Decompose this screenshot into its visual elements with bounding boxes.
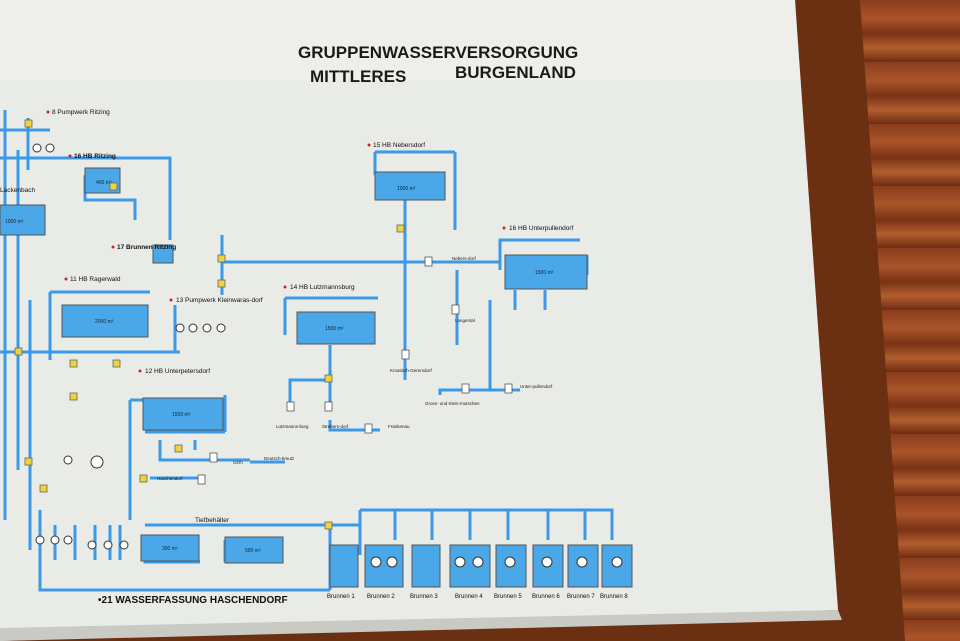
place-unterpullendorf: Unter-pullendorf [520, 384, 553, 389]
tank-lackenbach-label: 1000 m³ [5, 219, 24, 225]
label-tiefbehaelter: Tiefbehälter [195, 517, 230, 524]
place-frankenau: Frankenau [388, 424, 410, 429]
wells-row [329, 544, 633, 588]
place-lutzmannsburg: Lutzmanns-burg [276, 424, 309, 429]
tank-unterpetersdorf [142, 397, 224, 431]
well-2 [364, 544, 404, 588]
label-hb-nebersdorf: 15 HB Nebersdorf [373, 142, 425, 149]
pump-symbols [32, 143, 226, 550]
tank-lackenbach [0, 204, 46, 236]
valve-markers [14, 119, 405, 530]
well-8-label: Brunnen 8 [600, 594, 628, 600]
tank-nebersdorf-label: 1000 m³ [397, 186, 416, 192]
well-3 [411, 544, 441, 588]
place-langental: Langental [455, 318, 475, 323]
label-hb-lutzmannsburg: 14 HB Lutzmannsburg [290, 284, 355, 291]
meter-markers [197, 256, 513, 485]
place-deutschkreutz: Deutsch-kreutz [264, 456, 295, 461]
board-bottom-edge [0, 610, 842, 641]
well-5-label: Brunnen 5 [494, 594, 522, 600]
well-4 [449, 544, 491, 588]
label-hb-unterpullendorf: 16 HB Unterpullendorf [509, 225, 574, 232]
tank-tief-2-label: 500 m³ [245, 548, 261, 554]
station-labels: 8 Pumpwerk Ritzing 16 HB Ritzing Lackenb… [0, 109, 574, 606]
tank-lutzmannsburg [296, 311, 376, 345]
place-labels: Frankenau Strebers-dorf Lutzmanns-burg L… [157, 256, 553, 481]
label-hb-ritzing: 16 HB Ritzing [74, 153, 116, 160]
tank-ritzing-label: 400 m³ [96, 180, 112, 186]
title-line-2-right: BURGENLAND [455, 63, 576, 82]
tank-tief-2 [224, 536, 284, 564]
well-labels: Brunnen 1 Brunnen 2 Brunnen 3 Brunnen 4 … [327, 594, 628, 600]
label-hb-unterpetersdorf: 12 HB Unterpetersdorf [145, 368, 210, 375]
label-pumpwerk-kleinwarasdorf: 13 Pumpwerk Kleinwaras-dorf [176, 297, 263, 304]
place-kroatisch-gerersdorf: Kroatisch-Gerersdorf [390, 368, 433, 373]
tank-tief-1-label: 300 m³ [162, 546, 178, 552]
well-3-label: Brunnen 3 [410, 594, 438, 600]
label-wasserfassung: •21 WASSERFASSUNG HASCHENDORF [98, 595, 288, 606]
tank-lutzmannsburg-label: 1500 m³ [325, 326, 344, 332]
board-surface [0, 0, 838, 641]
well-2-label: Brunnen 2 [367, 594, 395, 600]
place-strebersdorf: Strebers-dorf [322, 424, 349, 429]
tanks: 1000 m³ 1500 m³ 1500 m³ 2000 m³ 1500 m³ … [0, 167, 588, 564]
title-line-1: GRUPPENWASSERVERSORGUNG [298, 43, 578, 62]
tank-unterpetersdorf-label: 1500 m³ [172, 412, 191, 418]
well-1 [329, 544, 359, 588]
tank-nebersdorf [374, 171, 446, 201]
label-pumpwerk-ritzing: 8 Pumpwerk Ritzing [52, 109, 110, 116]
board-highlight [0, 0, 800, 80]
tank-ragerwald-label: 2000 m³ [95, 319, 114, 325]
well-pumps [370, 556, 623, 568]
label-lackenbach: Lackenbach [0, 187, 35, 194]
tank-unterpullendorf [504, 254, 588, 290]
place-haschendorf: Haschendorf [157, 476, 183, 481]
tank-brunnen-ritzing [152, 244, 174, 264]
tank-tief-1 [140, 534, 200, 562]
label-brunnen-ritzing: 17 Brunnen Ritzing [117, 244, 176, 251]
well-4-label: Brunnen 4 [455, 594, 483, 600]
label-hb-ragerwald: 11 HB Ragerwald [70, 276, 121, 283]
well-1-label: Brunnen 1 [327, 594, 355, 600]
tank-unterpullendorf-label: 1500 m³ [535, 270, 554, 276]
tank-ragerwald [61, 304, 149, 338]
place-nebersdorf: Nebers-dorf [452, 256, 477, 261]
place-girm: Girm [233, 460, 243, 465]
well-6-label: Brunnen 6 [532, 594, 560, 600]
well-7-label: Brunnen 7 [567, 594, 595, 600]
place-gross-und-kleinmutschen: Gross- und Klein-mutschen [425, 401, 480, 406]
title-line-2-left: MITTLERES [310, 67, 406, 86]
